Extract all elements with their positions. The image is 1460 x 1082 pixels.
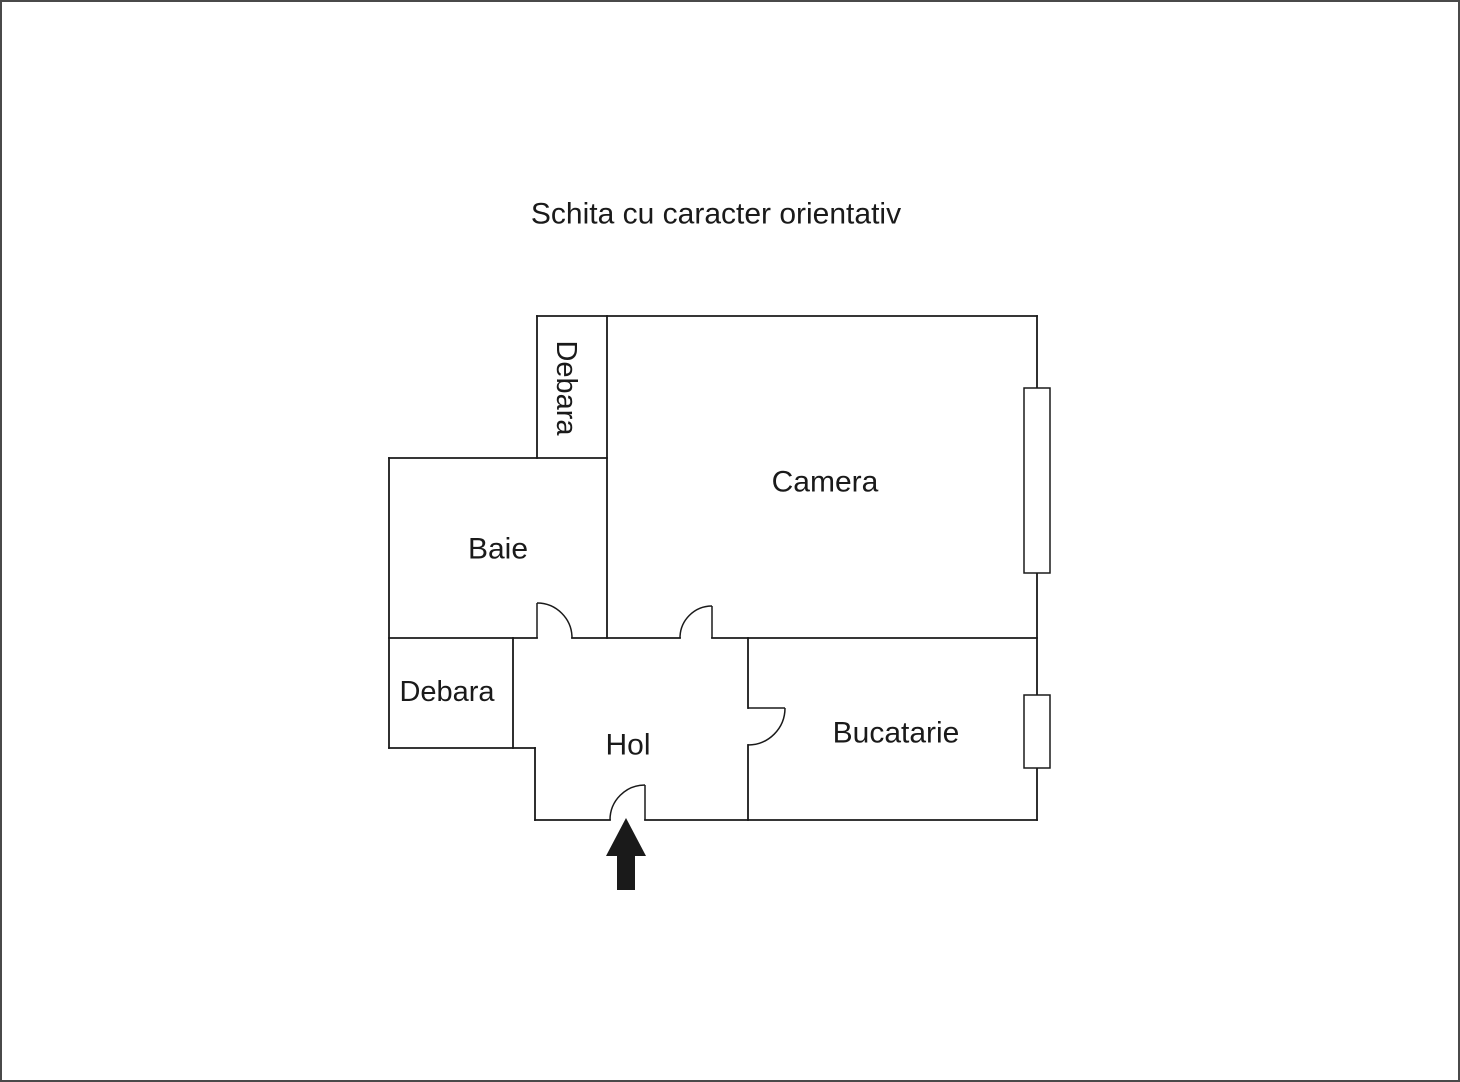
entrance-arrow-icon [606,818,646,890]
door-arc-entrance [609,784,646,821]
room-label-baie: Baie [468,533,528,566]
room-label-camera: Camera [772,466,879,499]
door-arc-bucatarie [747,707,786,746]
door-arc-camera [679,605,713,639]
room-label-hol: Hol [605,729,650,762]
window-camera [1023,387,1051,574]
room-label-bucatarie: Bucatarie [833,717,960,750]
door-arc-baie [536,602,573,639]
room-label-debara-bottom: Debara [399,676,495,708]
window-bucatarie [1023,694,1051,769]
doors [536,602,786,821]
windows [1023,387,1051,769]
page-title: Schita cu caracter orientativ [531,198,901,231]
room-label-debara-top: Debara [550,340,582,436]
